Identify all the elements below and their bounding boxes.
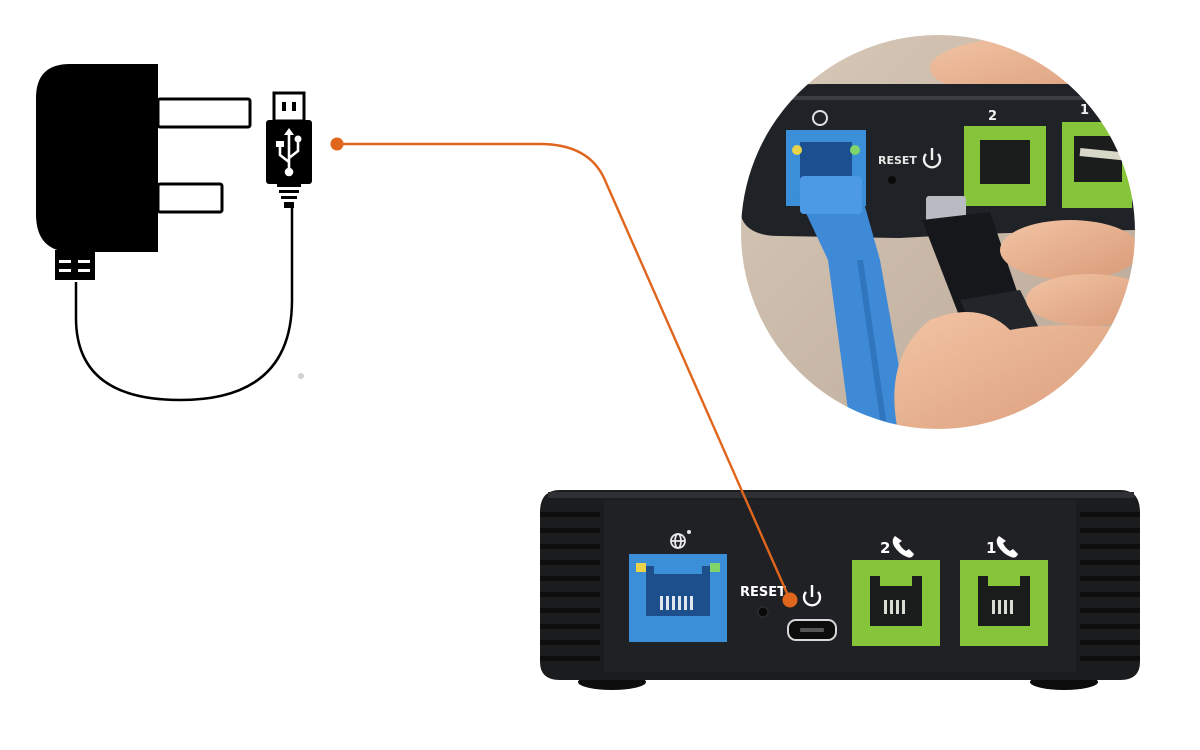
inset-power-icon bbox=[922, 148, 942, 169]
device-vent-right bbox=[1080, 512, 1140, 661]
connector-dot-start bbox=[330, 137, 344, 151]
inset-reset-label: RESET bbox=[878, 154, 917, 167]
reset-label: RESET bbox=[740, 585, 786, 600]
connector-line bbox=[337, 142, 792, 601]
inset-globe-icon bbox=[812, 110, 828, 126]
phone-icon-2 bbox=[996, 536, 1018, 558]
lan-led-right bbox=[710, 563, 720, 572]
lan-port bbox=[629, 554, 727, 642]
connector-dot-end bbox=[782, 592, 798, 608]
inset-photo: RESET 2 1 bbox=[740, 34, 1136, 430]
adapter-prong-bottom bbox=[156, 182, 224, 214]
phone-port-1-label: 1 bbox=[986, 539, 996, 557]
inset-phone-port-1-label: 1 bbox=[1080, 103, 1089, 118]
power-icon bbox=[802, 585, 822, 607]
phone-port-2 bbox=[852, 560, 940, 646]
adapter-body bbox=[36, 64, 158, 252]
inset-ethernet-cable bbox=[798, 196, 912, 430]
voip-adapter-device: RESET 2 bbox=[540, 490, 1140, 690]
usb-plug-tip bbox=[272, 91, 306, 123]
inset-phone-port-2-label: 2 bbox=[988, 109, 997, 124]
device-vent-left bbox=[540, 512, 600, 661]
adapter-prong-top bbox=[156, 97, 252, 129]
lan-led-left bbox=[636, 563, 646, 572]
power-adapter bbox=[36, 64, 312, 402]
phone-icon bbox=[892, 536, 914, 558]
globe-icon bbox=[670, 533, 686, 549]
decorative-dot bbox=[298, 373, 304, 379]
adapter-cable bbox=[74, 208, 294, 402]
connection-indicator bbox=[330, 137, 798, 608]
usb-icon bbox=[278, 132, 300, 177]
reset-button bbox=[757, 606, 769, 618]
phone-port-2-label: 2 bbox=[880, 539, 890, 557]
adapter-usb-socket bbox=[55, 250, 95, 280]
phone-port-1 bbox=[960, 560, 1048, 646]
